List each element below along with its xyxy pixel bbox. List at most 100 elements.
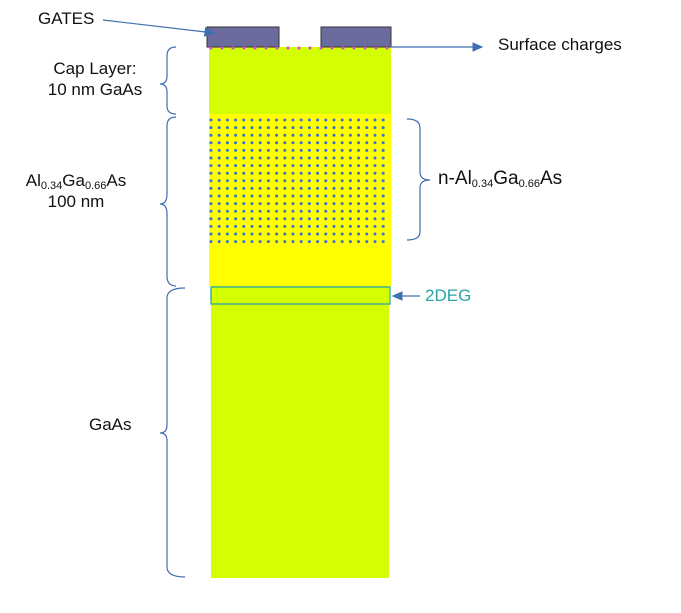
donor-dot: [316, 194, 320, 198]
donor-dot: [332, 217, 336, 221]
donor-dot: [365, 232, 369, 236]
donor-dot: [316, 179, 320, 183]
donor-dot: [217, 232, 221, 236]
donor-dot: [307, 194, 311, 198]
donor-dot: [266, 202, 270, 206]
donor-dot: [217, 133, 221, 137]
donor-dot: [316, 186, 320, 190]
gate-left: [206, 26, 280, 48]
donor-dot: [340, 148, 344, 152]
donor-dot: [340, 156, 344, 160]
donor-dot: [324, 209, 328, 213]
donor-dot: [316, 224, 320, 228]
donor-dot: [348, 217, 352, 221]
donor-dot: [275, 202, 279, 206]
donor-dot: [234, 179, 238, 183]
donor-dot: [209, 232, 213, 236]
donor-dot: [225, 217, 229, 221]
donor-dot: [307, 179, 311, 183]
donor-dot: [275, 224, 279, 228]
donor-dot: [250, 164, 254, 168]
donor-dot: [299, 133, 303, 137]
donor-dot: [225, 126, 229, 130]
donor-dot: [266, 133, 270, 137]
donor-dot: [381, 126, 385, 130]
donor-dot: [348, 156, 352, 160]
donor-dot: [258, 133, 262, 137]
donor-dot: [324, 126, 328, 130]
gates-label: GATES: [38, 9, 95, 28]
donor-dot: [307, 240, 311, 244]
donor-dot: [316, 156, 320, 160]
donor-dot: [381, 179, 385, 183]
donor-dot: [373, 194, 377, 198]
donor-dot: [340, 171, 344, 175]
donor-dot: [234, 202, 238, 206]
donor-dot: [291, 133, 295, 137]
donor-dot: [283, 186, 287, 190]
donor-dot: [242, 232, 246, 236]
donor-dot: [373, 126, 377, 130]
donor-dot: [316, 118, 320, 122]
algaas-thickness: 100 nm: [47, 192, 105, 211]
donor-dot: [299, 164, 303, 168]
donor-dot: [332, 186, 336, 190]
donor-dot: [258, 126, 262, 130]
donor-dot: [357, 133, 361, 137]
donor-dot: [299, 202, 303, 206]
donor-dot: [275, 179, 279, 183]
donor-dot: [299, 171, 303, 175]
gaas-cap-layer: [209, 47, 391, 114]
donor-dot: [348, 126, 352, 130]
donor-dot: [324, 186, 328, 190]
donor-dot: [209, 186, 213, 190]
donor-dot: [348, 224, 352, 228]
donor-dot: [316, 217, 320, 221]
donor-dot: [381, 217, 385, 221]
donor-dot: [357, 118, 361, 122]
donor-dot: [266, 194, 270, 198]
donor-dot: [275, 133, 279, 137]
surface-charges-label: Surface charges: [498, 35, 622, 54]
donor-dot: [299, 118, 303, 122]
donor-dot: [291, 156, 295, 160]
donor-dot: [357, 156, 361, 160]
donor-dot: [283, 126, 287, 130]
donor-dot: [258, 171, 262, 175]
donor-dot: [299, 126, 303, 130]
donor-dot: [250, 217, 254, 221]
donor-dot: [242, 179, 246, 183]
donor-dot: [242, 240, 246, 244]
donor-dot: [332, 118, 336, 122]
donor-dot: [225, 156, 229, 160]
donor-dot: [340, 186, 344, 190]
donor-dot: [381, 118, 385, 122]
donor-dot: [217, 118, 221, 122]
donor-dot: [258, 232, 262, 236]
donor-dot: [234, 217, 238, 221]
donor-dot: [266, 224, 270, 228]
donor-dot: [332, 194, 336, 198]
donor-dot: [357, 209, 361, 213]
donor-dot: [365, 194, 369, 198]
donor-dot: [242, 186, 246, 190]
donor-dot: [234, 156, 238, 160]
donor-dot: [217, 194, 221, 198]
donor-dot: [332, 179, 336, 183]
donor-dot: [234, 186, 238, 190]
donor-dot: [299, 186, 303, 190]
donor-dot: [291, 202, 295, 206]
donor-dot: [340, 202, 344, 206]
donor-dot: [381, 224, 385, 228]
surface-charge-dot: [253, 46, 257, 50]
donor-dot: [275, 171, 279, 175]
donor-dot: [250, 141, 254, 145]
donor-dot: [316, 164, 320, 168]
donor-dot: [365, 126, 369, 130]
donor-dot: [291, 141, 295, 145]
donor-dot: [225, 240, 229, 244]
donor-dot: [225, 148, 229, 152]
donor-dot: [381, 194, 385, 198]
donor-dot: [307, 186, 311, 190]
donor-dot: [307, 224, 311, 228]
